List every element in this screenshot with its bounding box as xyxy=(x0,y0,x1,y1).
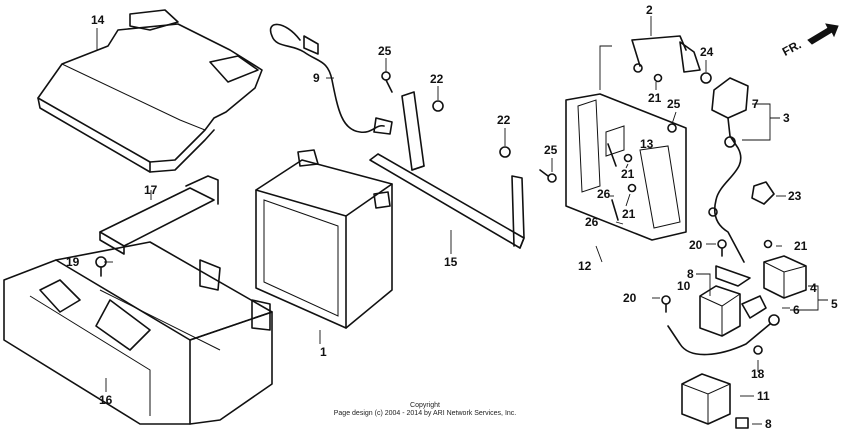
callout-5[interactable]: 5 xyxy=(831,297,838,311)
part-21-bolt-d[interactable] xyxy=(763,239,773,249)
callout-labels: 14 9 25 22 22 25 2 24 21 25 7 3 13 21 26… xyxy=(66,3,838,431)
callout-12[interactable]: 12 xyxy=(578,259,592,273)
callout-20-a[interactable]: 20 xyxy=(689,238,703,252)
copyright-line-1: Copyright xyxy=(410,402,440,409)
part-8-clip[interactable] xyxy=(735,417,749,429)
part-25-bolt-c[interactable] xyxy=(667,123,677,133)
front-direction-label: FR. xyxy=(780,37,804,58)
callout-11[interactable]: 11 xyxy=(757,389,770,403)
callout-21-c[interactable]: 21 xyxy=(622,207,636,221)
part-12-relay-box[interactable] xyxy=(565,93,687,241)
callout-25-c[interactable]: 25 xyxy=(667,97,681,111)
callout-21-b[interactable]: 21 xyxy=(621,167,635,181)
part-6-terminal[interactable] xyxy=(667,295,780,356)
part-24-nut[interactable] xyxy=(700,72,712,84)
part-4-cover[interactable] xyxy=(763,255,807,299)
part-2-cable[interactable] xyxy=(631,35,701,73)
callout-20-b[interactable]: 20 xyxy=(623,291,637,305)
part-25-bolt-a[interactable] xyxy=(381,71,393,93)
front-direction-arrow: FR. xyxy=(780,23,839,59)
callout-3[interactable]: 3 xyxy=(783,111,790,125)
callout-17[interactable]: 17 xyxy=(144,183,158,197)
part-7-cap[interactable] xyxy=(708,77,749,263)
part-16-battery-box[interactable] xyxy=(3,241,273,425)
part-9-cable[interactable] xyxy=(269,23,393,135)
callout-13[interactable]: 13 xyxy=(640,137,654,151)
part-17-strap[interactable] xyxy=(99,175,219,255)
callout-25-a[interactable]: 25 xyxy=(378,44,392,58)
part-21-bolt-b[interactable] xyxy=(623,153,633,163)
callout-18[interactable]: 18 xyxy=(751,367,765,381)
part-10-relay[interactable] xyxy=(699,265,751,337)
callout-1[interactable]: 1 xyxy=(320,345,327,359)
part-25-bolt-b[interactable] xyxy=(539,169,557,183)
callout-21-a[interactable]: 21 xyxy=(648,91,662,105)
callout-16[interactable]: 16 xyxy=(99,393,113,407)
callout-9[interactable]: 9 xyxy=(313,71,320,85)
callout-2[interactable]: 2 xyxy=(646,3,653,17)
part-19-bolt[interactable] xyxy=(95,256,107,277)
callout-21-d[interactable]: 21 xyxy=(794,239,808,253)
callout-24[interactable]: 24 xyxy=(700,45,714,59)
callout-22-a[interactable]: 22 xyxy=(430,72,444,86)
part-15-bracket[interactable] xyxy=(369,91,525,249)
callout-6[interactable]: 6 xyxy=(793,303,800,317)
callout-26-b[interactable]: 26 xyxy=(585,215,599,229)
callout-8-b[interactable]: 8 xyxy=(765,417,772,431)
part-23-grommet[interactable] xyxy=(751,181,775,205)
part-11-holder[interactable] xyxy=(681,373,731,425)
callout-14[interactable]: 14 xyxy=(91,13,105,27)
part-21-bolt-a[interactable] xyxy=(653,73,663,83)
callout-7[interactable]: 7 xyxy=(752,97,759,111)
callout-25-b[interactable]: 25 xyxy=(544,143,558,157)
part-20-bolt-b[interactable] xyxy=(661,295,671,313)
callout-15[interactable]: 15 xyxy=(444,255,458,269)
callout-10[interactable]: 10 xyxy=(677,279,691,293)
part-22-nut-b[interactable] xyxy=(499,146,511,158)
part-26-clip[interactable] xyxy=(607,143,619,221)
part-14-cover[interactable] xyxy=(37,9,263,173)
leader-lines xyxy=(96,16,828,425)
part-18-nut[interactable] xyxy=(753,345,763,355)
callout-26-a[interactable]: 26 xyxy=(597,187,611,201)
copyright-line-2: Page design (c) 2004 - 2014 by ARI Netwo… xyxy=(333,410,517,417)
callout-22-b[interactable]: 22 xyxy=(497,113,511,127)
callout-19[interactable]: 19 xyxy=(66,255,80,269)
callout-23[interactable]: 23 xyxy=(788,189,802,203)
callout-4[interactable]: 4 xyxy=(810,281,817,295)
part-1-battery[interactable] xyxy=(255,149,393,329)
part-21-bolt-c[interactable] xyxy=(627,183,637,193)
callout-8-a[interactable]: 8 xyxy=(687,267,694,281)
part-22-nut-a[interactable] xyxy=(432,100,444,112)
part-20-bolt-a[interactable] xyxy=(717,239,727,257)
